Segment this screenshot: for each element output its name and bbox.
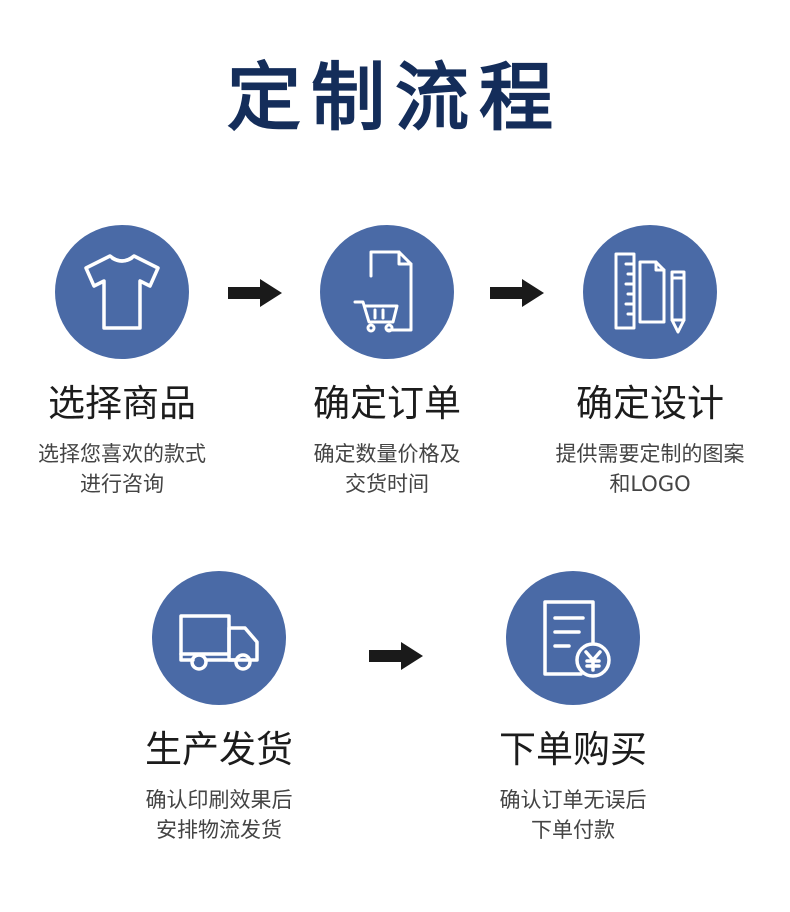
step-confirm-design: 确定设计 提供需要定制的图案 和LOGO (520, 225, 780, 499)
arrow-right-icon (369, 642, 423, 670)
step-desc: 提供需要定制的图案 和LOGO (520, 439, 780, 499)
arrow-right-icon (490, 279, 544, 307)
invoice-payment-icon (543, 600, 611, 678)
step-icon-circle (55, 225, 189, 359)
step-desc: 确认订单无误后 下单付款 (443, 785, 703, 845)
truck-icon (179, 614, 259, 671)
step-icon-circle (320, 225, 454, 359)
step-title: 确定订单 (313, 382, 461, 425)
step-title: 选择商品 (48, 382, 196, 425)
step-title: 生产发货 (145, 728, 293, 771)
step-desc: 确认印刷效果后 安排物流发货 (89, 785, 349, 845)
step-icon-circle (152, 571, 286, 705)
step-place-order: 下单购买 确认订单无误后 下单付款 (443, 571, 703, 845)
step-desc-line: 下单付款 (531, 818, 615, 842)
step-title: 下单购买 (499, 728, 647, 771)
step-icon-circle (583, 225, 717, 359)
step-desc-line: 和LOGO (609, 472, 691, 496)
step-title: 确定设计 (576, 382, 724, 425)
step-production-shipping: 生产发货 确认印刷效果后 安排物流发货 (89, 571, 349, 845)
step-desc-line: 确认印刷效果后 (145, 788, 293, 812)
tshirt-icon (84, 254, 160, 330)
step-desc-line: 选择您喜欢的款式 (38, 442, 206, 466)
step-desc-line: 确认订单无误后 (499, 788, 647, 812)
step-desc-line: 交货时间 (345, 472, 429, 496)
step-desc-line: 确定数量价格及 (313, 442, 461, 466)
step-desc-line: 提供需要定制的图案 (555, 442, 745, 466)
step-desc-line: 安排物流发货 (156, 818, 282, 842)
design-tools-icon (614, 252, 686, 334)
step-desc: 确定数量价格及 交货时间 (257, 439, 517, 499)
order-cart-icon (353, 250, 413, 333)
step-confirm-order: 确定订单 确定数量价格及 交货时间 (257, 225, 517, 499)
arrow-right-icon (228, 279, 282, 307)
step-select-product: 选择商品 选择您喜欢的款式 进行咨询 (0, 225, 252, 499)
step-desc-line: 进行咨询 (80, 472, 164, 496)
step-icon-circle (506, 571, 640, 705)
step-desc: 选择您喜欢的款式 进行咨询 (0, 439, 252, 499)
page-title: 定制流程 (227, 55, 563, 141)
